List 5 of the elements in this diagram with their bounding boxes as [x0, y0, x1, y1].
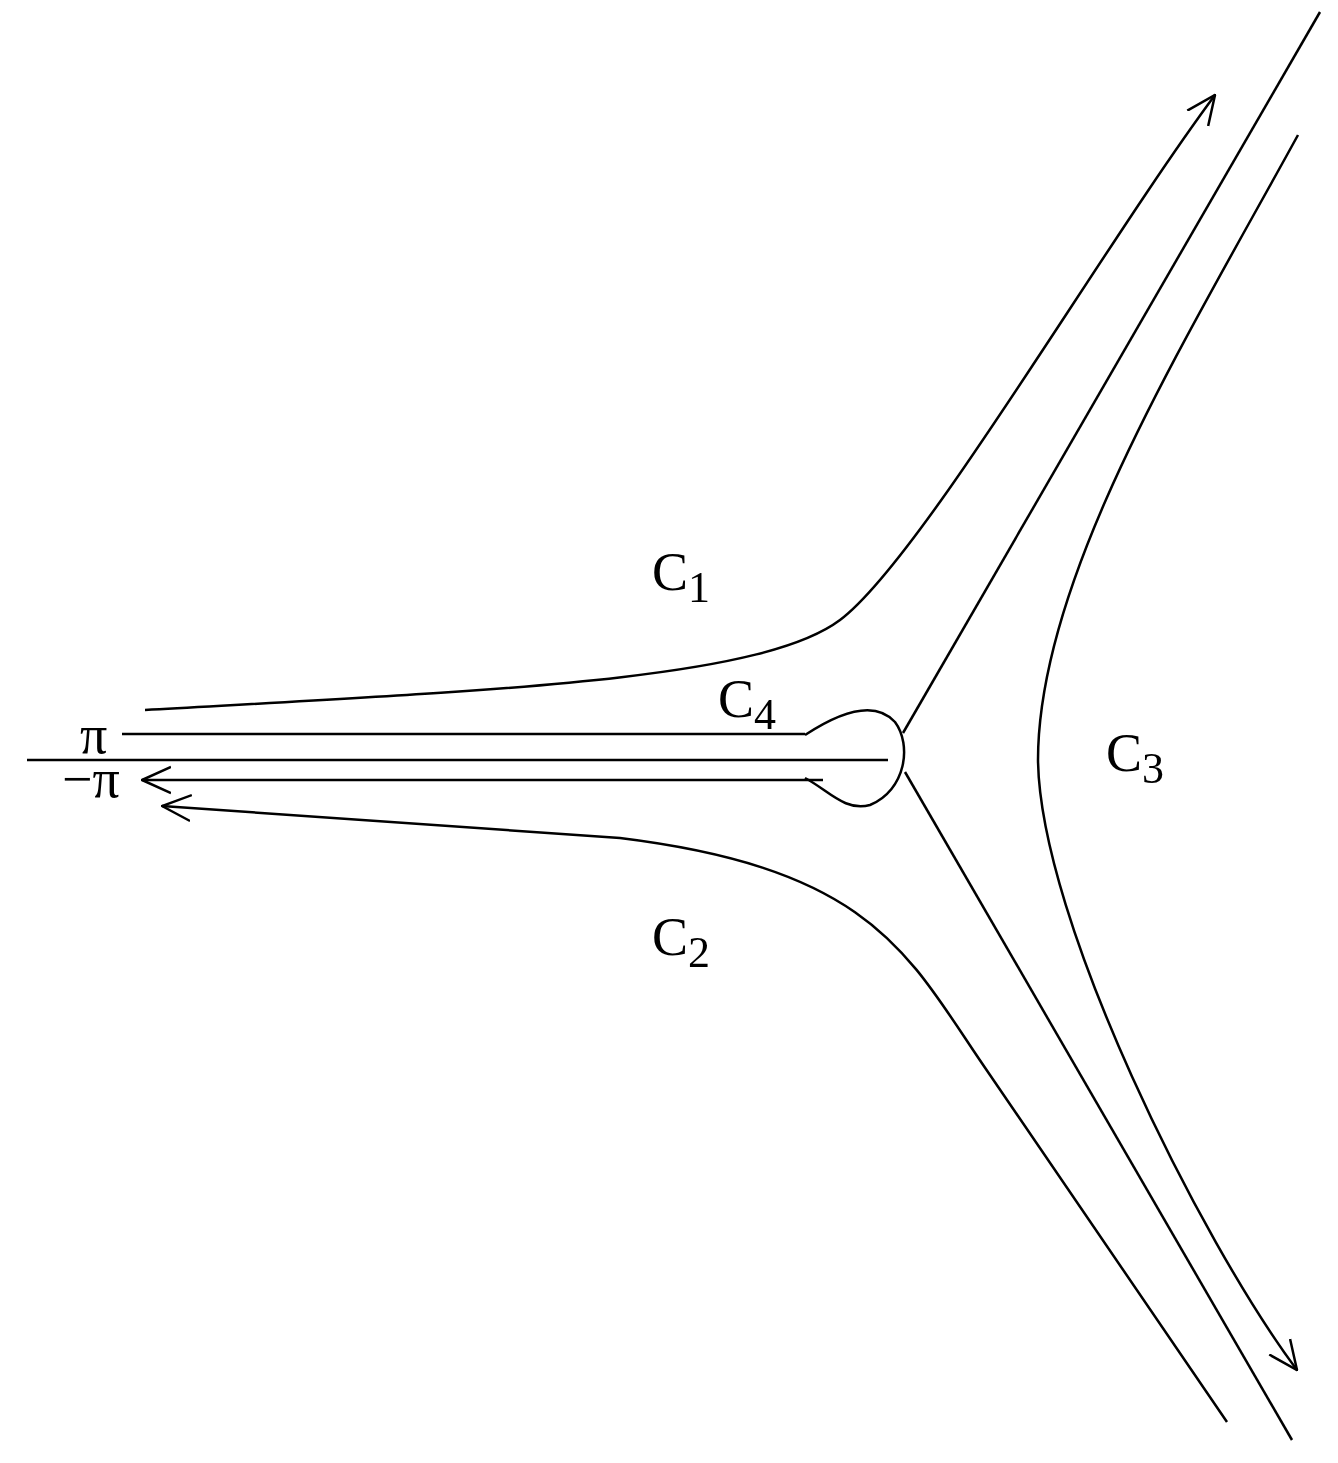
axis-value-label: π [80, 708, 108, 762]
contour-label: C$_{3}$ [1106, 726, 1165, 791]
contour-label: C$_{1}$ [652, 545, 711, 610]
contour-label: C$_{4}$ [718, 672, 777, 737]
contour-label: C$_{2}$ [652, 910, 711, 975]
